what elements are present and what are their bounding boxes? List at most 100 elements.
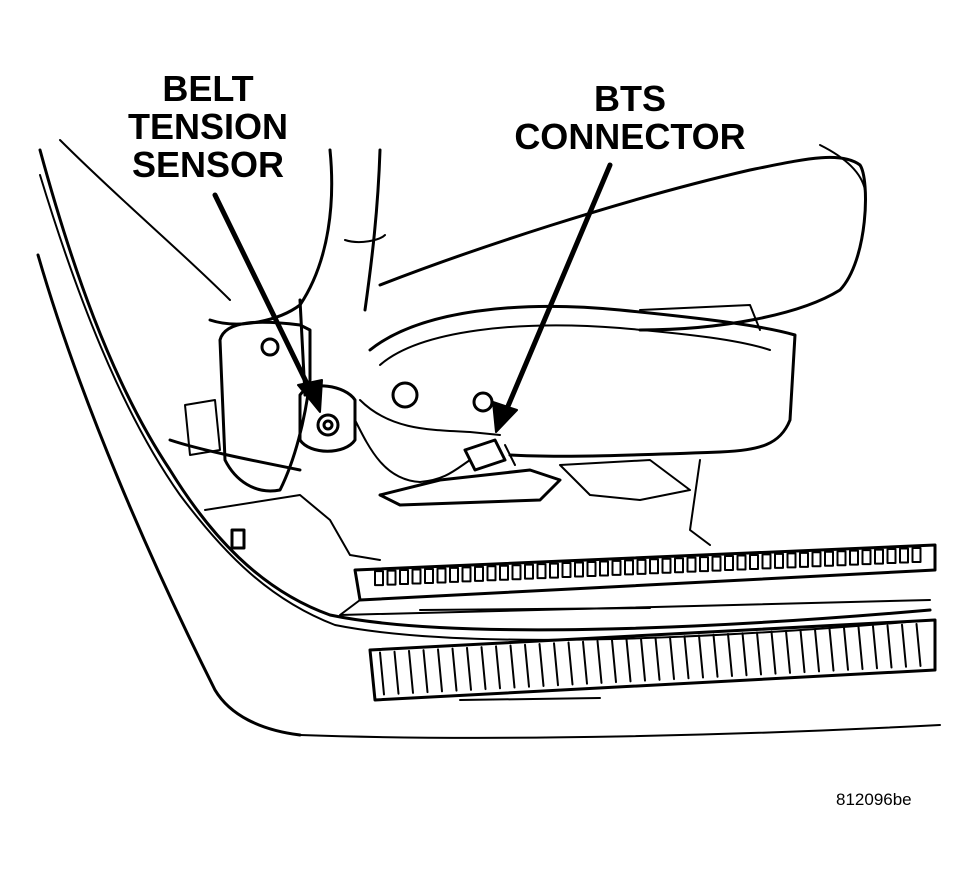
sill-tooth (524, 563, 534, 580)
sill-tooth (824, 550, 834, 567)
sill-ridge (495, 645, 501, 690)
sill-ridges (379, 622, 922, 696)
sill-ridge (625, 638, 632, 683)
sill-ridge (654, 636, 661, 681)
sill-tooth (899, 547, 909, 564)
belt-tension-sensor-label-line-1: BELT (162, 68, 254, 109)
sill-tooth (411, 568, 422, 585)
leader-arrows (212, 162, 613, 421)
sill-tooth (736, 554, 747, 571)
seat-track (168, 304, 761, 561)
sill-ridge (524, 643, 530, 688)
sill-ridge (379, 651, 385, 696)
sill-tooth (686, 556, 697, 573)
figure-id: 812096be (836, 790, 912, 809)
sill-ridge (828, 627, 835, 672)
sill-tooth (711, 555, 722, 572)
sill-ridge (451, 647, 458, 692)
sill-tooth (399, 569, 409, 586)
sill-ridge (538, 643, 545, 687)
sill-ridge (480, 646, 487, 691)
sill-tooth (511, 564, 522, 581)
sill-ridge (727, 632, 733, 677)
sill-tooth (649, 558, 659, 575)
sill-ridge (770, 630, 777, 675)
belt-tension-sensor-label: BELT TENSION SENSOR (108, 70, 308, 184)
sill-tooth (586, 560, 597, 577)
sill-tooth (886, 548, 897, 565)
sill-tooth (486, 565, 497, 582)
sill-tooth (661, 557, 672, 574)
door-frame-lines (36, 139, 941, 739)
sill-ridge (886, 624, 893, 669)
bts-connector-label-line-2: CONNECTOR (514, 116, 746, 157)
sill-ridge (437, 648, 443, 693)
sill-tooth (699, 556, 709, 573)
sill-ridge (582, 640, 588, 685)
sill-tooth (374, 570, 384, 587)
sill-tooth (674, 557, 684, 574)
rocker-sill (339, 543, 937, 702)
sill-tooth (774, 552, 784, 569)
sill-tooth (386, 569, 397, 586)
sill-tooth (611, 559, 622, 576)
seat-side-shield (218, 298, 797, 493)
sill-tooth (636, 558, 647, 575)
sill-tooth (549, 562, 559, 579)
sill-tooth (574, 561, 584, 578)
sill-tooth (874, 548, 884, 565)
sill-ridge (640, 637, 646, 682)
sill-tooth (811, 551, 822, 568)
sill-ridge (814, 628, 820, 673)
belt-tension-sensor-label-line-3: SENSOR (131, 144, 285, 185)
sill-tooth (624, 559, 634, 576)
sill-tooth (474, 565, 484, 582)
sill-ridge (756, 631, 762, 676)
belt-tension-sensor-mount (298, 384, 471, 483)
sill-ridge (422, 649, 429, 694)
sill-ridge (408, 649, 414, 694)
sill-ridge (915, 622, 922, 667)
sill-ridge (683, 635, 690, 680)
sill-tooth (749, 553, 759, 570)
sill-tooth (836, 550, 847, 567)
sill-ridge (785, 629, 791, 674)
seat-back (208, 144, 867, 332)
sill-tooth (849, 549, 859, 566)
sill-tooth (786, 552, 797, 569)
sill-tooth (424, 567, 434, 584)
sill-tooth (499, 564, 509, 581)
bts-connector-label-line-1: BTS (594, 78, 666, 119)
belt-tension-sensor-label-line-2: TENSION (127, 106, 288, 147)
sill-tooth (536, 563, 547, 580)
sill-ridge (466, 646, 472, 691)
sill-ridge (857, 626, 864, 671)
sill-ridge (611, 639, 617, 684)
bts-connector-label: BTS CONNECTOR (500, 80, 760, 156)
sill-ridge (712, 633, 719, 678)
sill-tooth (761, 553, 772, 570)
bts-connector-arrowhead (492, 401, 518, 433)
belt-tension-sensor-arrowhead (297, 379, 323, 413)
sill-ridge (553, 642, 559, 687)
sill-tooth (599, 560, 609, 577)
sill-tooth (861, 549, 872, 566)
sill-ridge (843, 626, 849, 671)
sill-ridge (698, 634, 704, 679)
sill-teeth (374, 546, 922, 587)
sill-ridge (799, 629, 806, 674)
sill-ridge (741, 632, 748, 677)
sill-tooth (449, 566, 459, 583)
belt-tension-sensor-arrow (212, 192, 317, 401)
sill-tooth (911, 546, 922, 563)
bts-connector-shape (463, 438, 516, 472)
sill-ridge (509, 644, 516, 689)
sill-ridge (567, 641, 574, 686)
sill-ridge (596, 639, 603, 684)
sill-tooth (436, 567, 447, 584)
sill-ridge (393, 650, 400, 695)
sill-ridge (901, 623, 907, 668)
sill-ridge (669, 636, 675, 681)
sill-tooth (724, 555, 734, 572)
